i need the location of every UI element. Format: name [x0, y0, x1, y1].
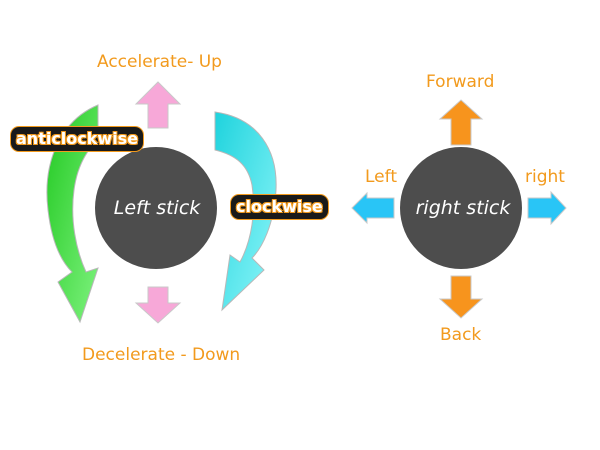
arrow-down-icon [134, 286, 182, 324]
forward-label: Forward [426, 72, 495, 92]
arrow-right-icon [527, 190, 567, 226]
left-label: Left [365, 167, 397, 187]
curved-arrow-clockwise-icon [214, 111, 277, 312]
accelerate-up-label: Accelerate- Up [97, 52, 222, 72]
arrow-up-icon [134, 81, 182, 129]
curved-arrow-anticlockwise-icon [46, 104, 99, 324]
arrow-left-icon [351, 191, 395, 225]
arrow-up-icon [438, 99, 484, 146]
back-label: Back [440, 325, 482, 345]
right-label: right [525, 167, 565, 187]
arrow-down-icon [438, 275, 484, 319]
left-stick-circle [95, 147, 217, 269]
decelerate-down-label: Decelerate - Down [82, 345, 241, 365]
anticlockwise-label: anticlockwise [10, 126, 145, 152]
right-stick-circle [400, 147, 522, 269]
clockwise-label: clockwise [230, 194, 329, 220]
left-stick-label: Left stick [113, 197, 201, 219]
right-stick-label: right stick [415, 197, 511, 219]
